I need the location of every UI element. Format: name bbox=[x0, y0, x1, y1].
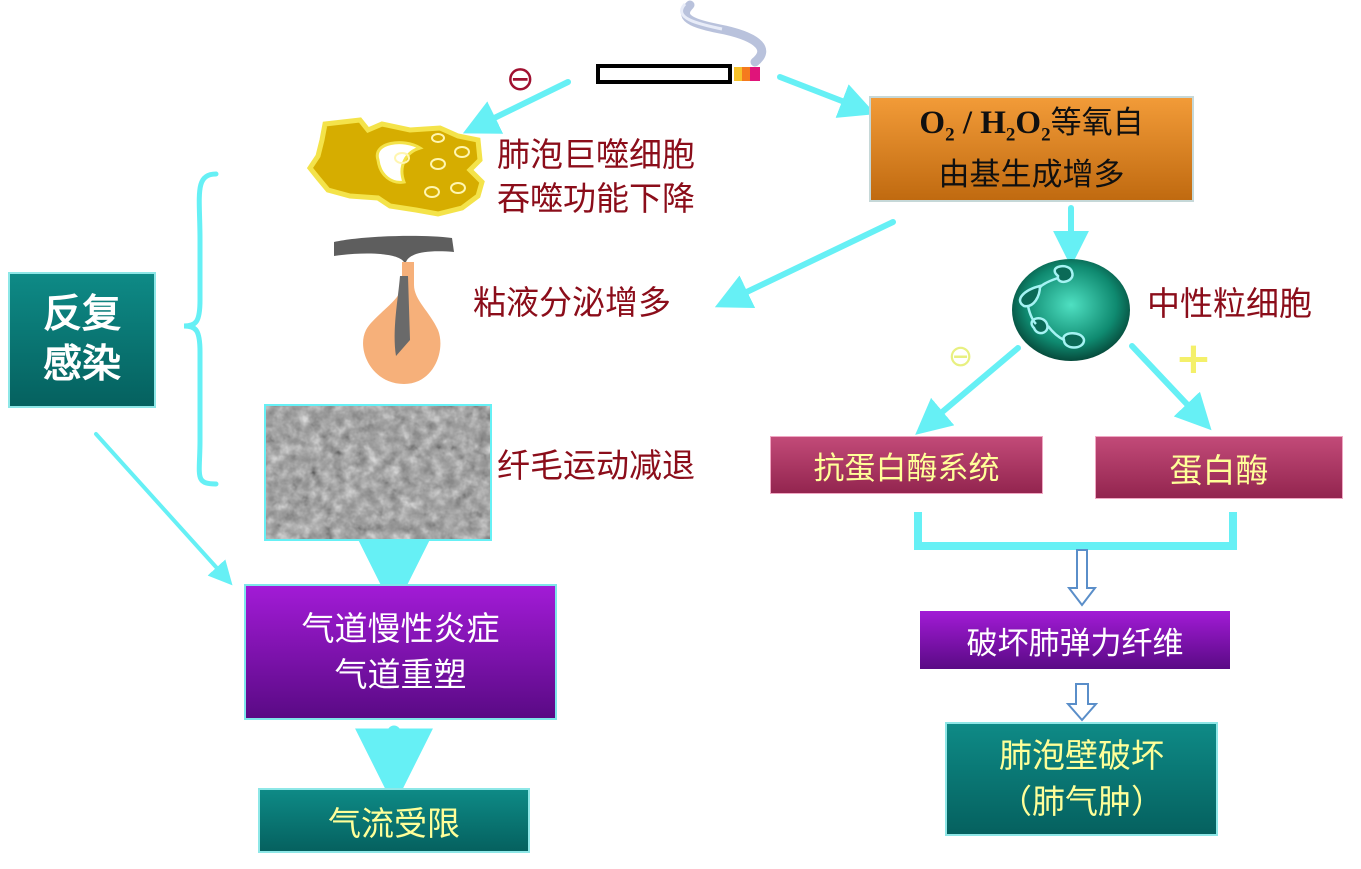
arrow-neutrophil-to-protease bbox=[1129, 343, 1212, 431]
bracket-enzymes bbox=[914, 512, 1237, 550]
elastin-box: 破坏肺弹力纤维 bbox=[920, 611, 1230, 669]
cilia-micrograph-icon bbox=[264, 404, 492, 541]
antiprotease-label: 抗蛋白酶系统 bbox=[813, 450, 1000, 487]
arrow-bracket-to-elastin bbox=[1066, 549, 1098, 607]
infection-box: 反复 感染 bbox=[8, 272, 156, 408]
arrow-cigarette-to-oxidants bbox=[777, 74, 876, 118]
inhibit-sign-antiprotease: ⊖ bbox=[948, 339, 974, 374]
smoke-icon bbox=[680, 0, 767, 67]
alveolar-line1: 肺泡壁破坏 bbox=[999, 736, 1164, 775]
oxidants-box: O2 / H2O2等氧自 由基生成增多 bbox=[869, 96, 1194, 202]
label-neutrophil: 中性粒细胞 bbox=[1147, 284, 1312, 323]
alveolar-box: 肺泡壁破坏 （肺气肿） bbox=[945, 722, 1218, 836]
arrow-neutrophil-to-antiprotease bbox=[915, 345, 1021, 435]
protease-box: 蛋白酶 bbox=[1095, 436, 1343, 499]
label-mucus: 粘液分泌增多 bbox=[473, 283, 671, 322]
infection-line1: 反复 bbox=[42, 292, 121, 337]
label-macrophage-line1: 肺泡巨噬细胞 bbox=[497, 135, 695, 174]
promote-sign-protease: + bbox=[1175, 333, 1212, 384]
oxidants-line1: O2 / H2O2等氧自 bbox=[919, 104, 1144, 146]
elastin-label: 破坏肺弹力纤维 bbox=[966, 625, 1184, 662]
inhibit-sign-top: ⊖ bbox=[506, 59, 535, 99]
label-macrophage-line2: 吞噬功能下降 bbox=[497, 179, 695, 218]
inflammation-line2: 气道重塑 bbox=[334, 655, 467, 694]
formula-o2: O2 bbox=[919, 104, 955, 146]
cigarette-icon bbox=[596, 64, 760, 84]
antiprotease-box: 抗蛋白酶系统 bbox=[770, 436, 1043, 494]
inflammation-line1: 气道慢性炎症 bbox=[301, 609, 500, 648]
inflammation-box: 气道慢性炎症 气道重塑 bbox=[244, 584, 557, 720]
airflow-label: 气流受限 bbox=[328, 803, 460, 843]
oxidants-line2: 由基生成增多 bbox=[938, 157, 1125, 194]
infection-line2: 感染 bbox=[42, 342, 121, 387]
arrow-oxidants-to-mucus bbox=[714, 219, 896, 308]
neutrophil-icon bbox=[1012, 259, 1130, 361]
protease-label: 蛋白酶 bbox=[1169, 450, 1269, 490]
arrow-cigarette-to-macrophage bbox=[462, 79, 571, 134]
label-cilia: 纤毛运动减退 bbox=[497, 446, 695, 485]
macrophage-icon bbox=[306, 117, 485, 217]
arrow-infection-to-inflammation bbox=[94, 432, 233, 586]
curly-brace-icon bbox=[183, 171, 219, 487]
airflow-box: 气流受限 bbox=[258, 788, 530, 853]
mucus-gland-icon bbox=[334, 235, 454, 384]
arrow-elastin-to-alveolar bbox=[1065, 683, 1099, 722]
formula-h2o2: H2O2 bbox=[980, 104, 1051, 146]
alveolar-line2: （肺气肿） bbox=[999, 782, 1164, 821]
